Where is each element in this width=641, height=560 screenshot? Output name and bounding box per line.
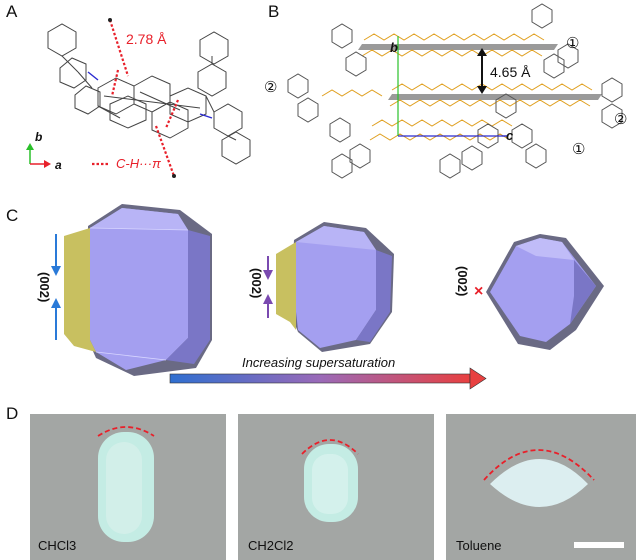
panel-label-d: D <box>6 404 19 423</box>
crystal-high <box>486 234 604 350</box>
axis-a-label: a <box>55 158 62 172</box>
distance-label-b: 4.65 Å <box>490 64 531 80</box>
growth-arrows-mid <box>263 256 273 318</box>
face-absent-cross: × <box>474 283 483 300</box>
scale-bar <box>574 542 624 548</box>
panel-a-structure: b a C-H···π 2.78 Å <box>26 18 251 178</box>
supersaturation-arrow <box>169 367 487 390</box>
face-label-high: (002) <box>455 266 470 296</box>
solvent-label-toluene: Toluene <box>456 538 502 553</box>
crystal-mid <box>276 222 394 352</box>
axis-b-label: b <box>35 130 42 144</box>
marker-1-bottom: ① <box>572 141 585 158</box>
axis-c-label-b: c <box>506 128 514 143</box>
panel-b-packing: b c 4.65 Å ① ② ② ① <box>264 3 627 179</box>
micrograph-ch2cl2: CH2Cl2 <box>238 414 434 560</box>
solvent-label-ch2cl2: CH2Cl2 <box>248 538 294 553</box>
marker-2-right: ② <box>614 111 627 128</box>
distance-label-a: 2.78 Å <box>126 31 167 47</box>
axis-b-label-b: b <box>390 40 398 55</box>
panel-label-a: A <box>6 2 18 21</box>
face-label-low: (002) <box>37 272 52 302</box>
panel-label-c: C <box>6 206 19 225</box>
marker-2-left: ② <box>264 79 277 96</box>
panel-d-micrographs: CHCl3 CH2Cl2 Toluene <box>30 414 636 560</box>
contact-legend: C-H···π <box>116 156 161 171</box>
crystal-low <box>64 204 212 376</box>
supersaturation-label: Increasing supersaturation <box>242 355 395 370</box>
micrograph-toluene: Toluene <box>446 414 636 560</box>
face-label-mid: (002) <box>249 268 264 298</box>
growth-arrows-low <box>51 234 61 340</box>
marker-1-top: ① <box>566 35 579 52</box>
panel-c-crystal-habits: (002) (002) (002) × I <box>37 204 604 390</box>
solvent-label-chcl3: CHCl3 <box>38 538 76 553</box>
panel-label-b: B <box>268 2 280 21</box>
micrograph-chcl3: CHCl3 <box>30 414 226 560</box>
